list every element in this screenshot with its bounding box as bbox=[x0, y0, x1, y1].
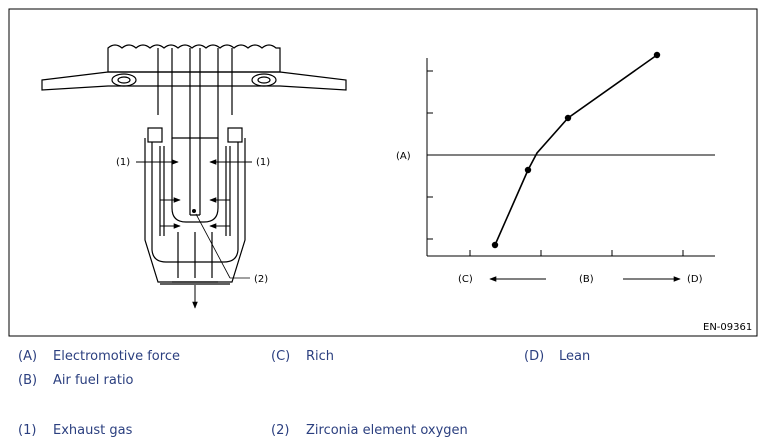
callout-1-right: (1) bbox=[256, 157, 270, 168]
curve-point bbox=[491, 241, 499, 249]
legend-item-d: (D) Lean bbox=[524, 349, 590, 364]
legend-text: Zirconia element oxygen bbox=[306, 423, 468, 438]
x-left-label: (C) bbox=[458, 274, 473, 285]
legend-key: (B) bbox=[18, 373, 38, 388]
legend-key: (C) bbox=[271, 349, 291, 364]
figure-code: EN-09361 bbox=[703, 322, 752, 333]
y-axis-label: (A) bbox=[396, 151, 411, 162]
x-right-label: (D) bbox=[687, 274, 703, 285]
legend-item-c: (C) Rich bbox=[271, 349, 334, 364]
legend-item-b: (B) Air fuel ratio bbox=[18, 373, 134, 388]
legend-text: Lean bbox=[559, 349, 591, 364]
legend-key: (2) bbox=[271, 423, 290, 438]
legend-key: (D) bbox=[524, 349, 545, 364]
legend-key: (1) bbox=[18, 423, 37, 438]
legend-text: Electromotive force bbox=[53, 349, 180, 364]
legend-item-a: (A) Electromotive force bbox=[18, 349, 180, 364]
callout-1-left: (1) bbox=[116, 157, 130, 168]
legend-text: Air fuel ratio bbox=[53, 373, 134, 388]
callout-2-leader bbox=[195, 213, 231, 279]
oxygen-sensor-diagram: (1) (1) (2) (A) (C) (B) (D) EN-09361 bbox=[8, 8, 758, 337]
zirconia-element-point bbox=[192, 209, 196, 213]
curve-point bbox=[524, 166, 532, 174]
legend-text: Exhaust gas bbox=[53, 423, 133, 438]
emf-curve bbox=[494, 54, 658, 246]
legend-item-2: (2) Zirconia element oxygen bbox=[271, 423, 468, 438]
legend-item-1: (1) Exhaust gas bbox=[18, 423, 132, 438]
x-axis-label: (B) bbox=[579, 274, 594, 285]
curve-point bbox=[653, 51, 661, 59]
legend-text: Rich bbox=[306, 349, 335, 364]
emf-graph: (A) (C) (B) (D) bbox=[396, 51, 715, 285]
curve-point bbox=[564, 114, 572, 122]
legend-key: (A) bbox=[18, 349, 38, 364]
sensor-cross-section bbox=[41, 44, 347, 285]
figure-frame bbox=[8, 8, 758, 337]
exhaust-flow-arrows bbox=[136, 159, 252, 309]
callout-2: (2) bbox=[254, 274, 268, 285]
